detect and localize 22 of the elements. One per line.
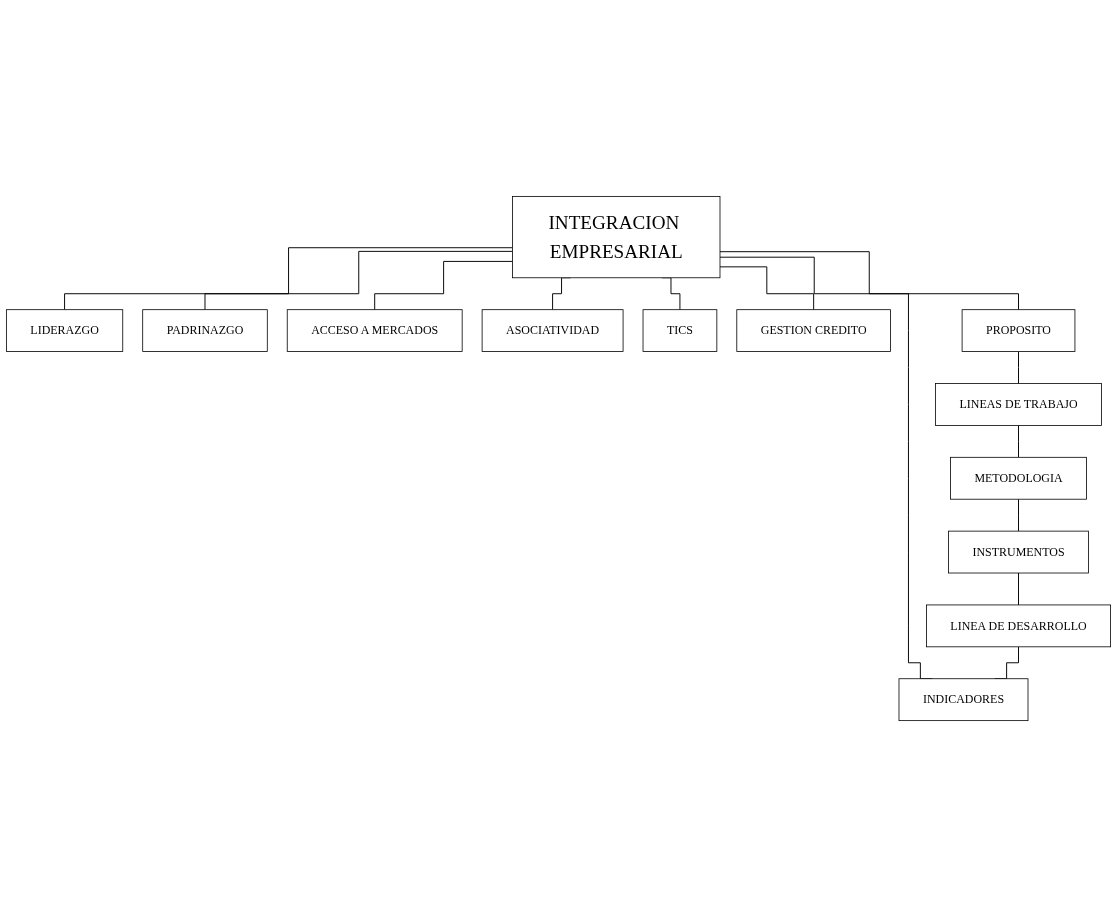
connector (719, 266, 815, 311)
node-box: INTEGRACION EMPRESARIAL (512, 195, 721, 279)
connector (1018, 351, 1019, 384)
node-box: LINEA DE DESARROLLO (926, 604, 1111, 648)
node-box: INSTRUMENTOS (948, 530, 1089, 574)
node-box: TICS (642, 309, 718, 352)
node-box: GESTION CREDITO (736, 309, 891, 352)
node-box: LIDERAZGO (6, 309, 124, 352)
connector (1018, 498, 1019, 532)
node-box: ASOCIATIVIDAD (481, 309, 624, 352)
node-box: INDICADORES (898, 678, 1029, 721)
connector (719, 251, 1019, 311)
node-box: ACCESO A MERCADOS (286, 309, 463, 352)
node-box: METODOLOGIA (950, 456, 1087, 500)
node-box: PADRINAZGO (142, 309, 268, 352)
connector (374, 260, 513, 311)
connector (1018, 424, 1019, 458)
connector (1018, 572, 1019, 606)
node-box: PROPOSITO (961, 309, 1076, 352)
connector (64, 247, 513, 311)
connector (204, 250, 513, 311)
node-box: LINEAS DE TRABAJO (935, 383, 1102, 426)
